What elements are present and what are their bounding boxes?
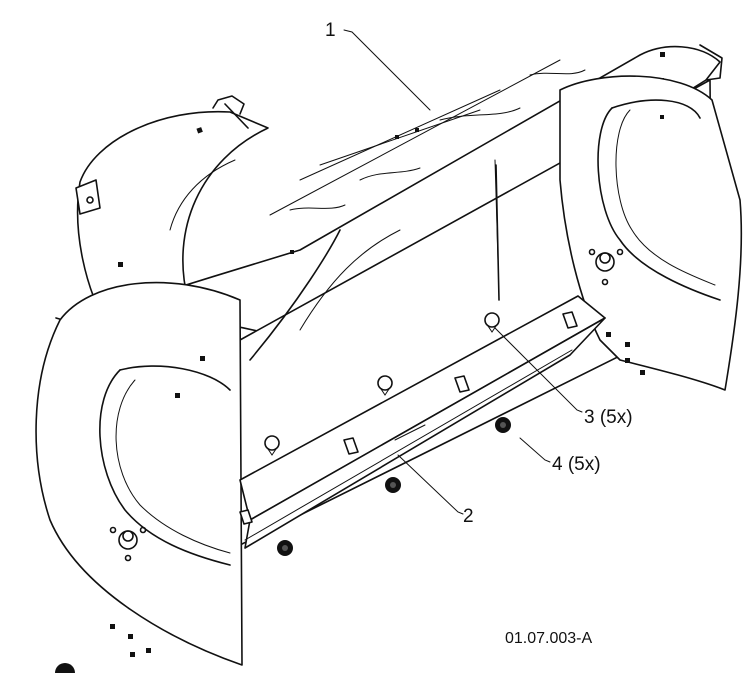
flange-nuts [55,417,511,673]
scraper-bar [239,295,606,549]
carriage-bolts [264,312,500,456]
callout-3: 3 (5x) [584,407,633,428]
left-drum [35,281,243,666]
drawing-code: 01.07.003-A [505,630,593,647]
leader-lines [343,29,583,515]
callout-4: 4 (5x) [552,454,601,475]
bolt-head [484,312,500,328]
bolt-head [377,375,393,391]
callout-1: 1 [325,20,336,41]
right-drum [559,75,743,391]
scraper-slots [239,311,578,525]
callout-2: 2 [463,506,474,527]
bolt-head [264,435,280,451]
impeller-housing [55,95,269,341]
